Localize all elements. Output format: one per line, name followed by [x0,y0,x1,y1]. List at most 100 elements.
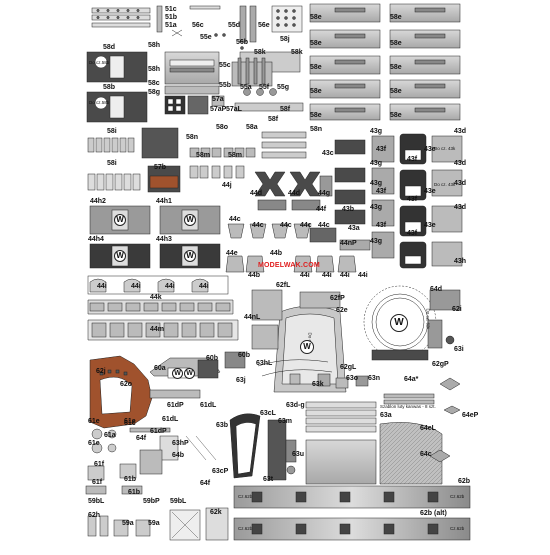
label-61b-2: 61b [128,489,141,496]
label-43f-2: 43f [407,156,418,163]
label-58k-1: 58k [254,49,266,56]
note-cz62b-1: Cz.62b [238,494,253,499]
note-do-cz-43k-1: Do cz. 43k [434,146,456,151]
label-43g-5: 43g [370,238,383,245]
w-marker-64d: W [390,314,408,332]
label-64f-2: 64f [200,480,211,487]
label-63j: 63j [236,377,246,384]
label-58h-2: 58h [148,66,161,73]
label-61b-1: 61b [124,476,137,483]
label-64a: 64a* [404,376,419,383]
label-58e-5: 58e [310,64,322,71]
note-cz62b-3: Cz.62b [238,526,253,531]
label-43e-3: 43e [424,222,436,229]
label-60a: 60a [154,365,166,372]
label-43d-4: 43d [454,204,467,211]
label-63cL: 63cL [260,410,276,417]
label-63d-g: 63d-g [286,402,305,409]
label-44b-2: 44b [248,272,261,279]
label-43g-1: 43g [370,128,383,135]
parts-44i [87,275,239,341]
w-marker-44h-1: W [114,214,126,226]
label-58e-8: 58e [390,88,402,95]
label-63m: 63m [278,418,293,425]
label-51b: 51b [165,14,178,21]
label-58m-1: 58m [196,152,211,159]
label-44i-4: 44i [199,283,209,290]
label-62i: 62i [452,306,462,313]
label-44d-2: 44d [288,190,301,197]
label-44i-2: 44i [131,283,141,290]
label-61e-3: 61e [88,440,100,447]
label-58e-6: 58e [390,64,402,71]
label-56c: 56c [192,22,204,29]
w-marker-44h-3: W [114,250,126,262]
label-59bL: 59bL [88,498,105,505]
label-58j: 58j [280,36,290,43]
label-43b: 43b [342,206,355,213]
label-63t: 63t [263,476,274,483]
label-61e-2: 61e [124,418,136,425]
label-56e: 56e [258,22,270,29]
label-57a: 57a [212,96,224,103]
label-58e-3: 58e [310,40,322,47]
label-62h: 62h [88,512,101,519]
label-58d: 58d [103,44,116,51]
label-57b: 57b [154,164,167,171]
parts-64 [379,377,461,485]
label-43f-1: 43f [376,146,387,153]
parts-58-blocks [86,51,304,123]
label-59bL-2: 59bL [170,498,187,505]
label-64f-1: 64f [136,435,147,442]
label-51c: 51c [165,6,177,13]
label-44c-2: 44c [252,222,264,229]
label-43h: 43h [454,258,467,265]
note-szablon: Szablon luty kanwas - 8 szt. [380,404,436,409]
label-58e-2: 58e [390,14,402,21]
label-43e-1: 43e [424,146,436,153]
label-58m-2: 58m [228,152,243,159]
label-62fL: 62fL [276,282,291,289]
label-63k: 63k [312,381,324,388]
label-44h3: 44h3 [156,236,172,243]
label-43g-4: 43g [370,204,383,211]
note-do-cz-58b-bottom: Do cz.58b [89,100,110,105]
label-44b-1: 44b [270,250,283,257]
label-43f-6: 43f [407,230,418,237]
label-43d-2: 43d [454,160,467,167]
parts-64d [363,285,461,361]
label-55f: 55f [259,84,270,91]
label-64d: 64d [430,286,443,293]
parts-51-56 [91,5,303,50]
label-44i-7: 44i [340,272,350,279]
label-59bP: 59bP [143,498,160,505]
label-61e-1: 61e [88,418,100,425]
label-44nP: 44nP [340,240,357,247]
label-61f-2: 61f [92,479,103,486]
label-63a: 63a [380,412,392,419]
label-61dL-2: 61dL [162,416,179,423]
label-59a-2: 59a [148,520,160,527]
label-58b: 58b [103,84,116,91]
label-62gP: 62gP [432,361,449,368]
label-43d-1: 43d [454,128,467,135]
label-60b-1: 60b [206,355,219,362]
label-44c-5: 44c [318,222,330,229]
label-44i-6: 44i [322,272,332,279]
parts-62b [87,485,471,541]
label-44nL: 44nL [244,314,261,321]
label-55e: 55e [200,34,212,41]
label-59a-1: 59a [122,520,134,527]
parts-44d [254,171,333,211]
label-56b: 56b [236,39,249,46]
parts-58e-panels [309,3,461,121]
label-61f-1: 61f [94,461,105,468]
label-63hP: 63hP [172,440,189,447]
note-do-cz-58b-top: Do cz.58b [89,60,110,65]
label-43f-5: 43f [376,222,387,229]
label-63b: 63b [216,422,229,429]
label-55b: 55b [219,82,232,89]
label-44m: 44m [150,326,165,333]
label-57aP: 57aP [210,106,227,113]
